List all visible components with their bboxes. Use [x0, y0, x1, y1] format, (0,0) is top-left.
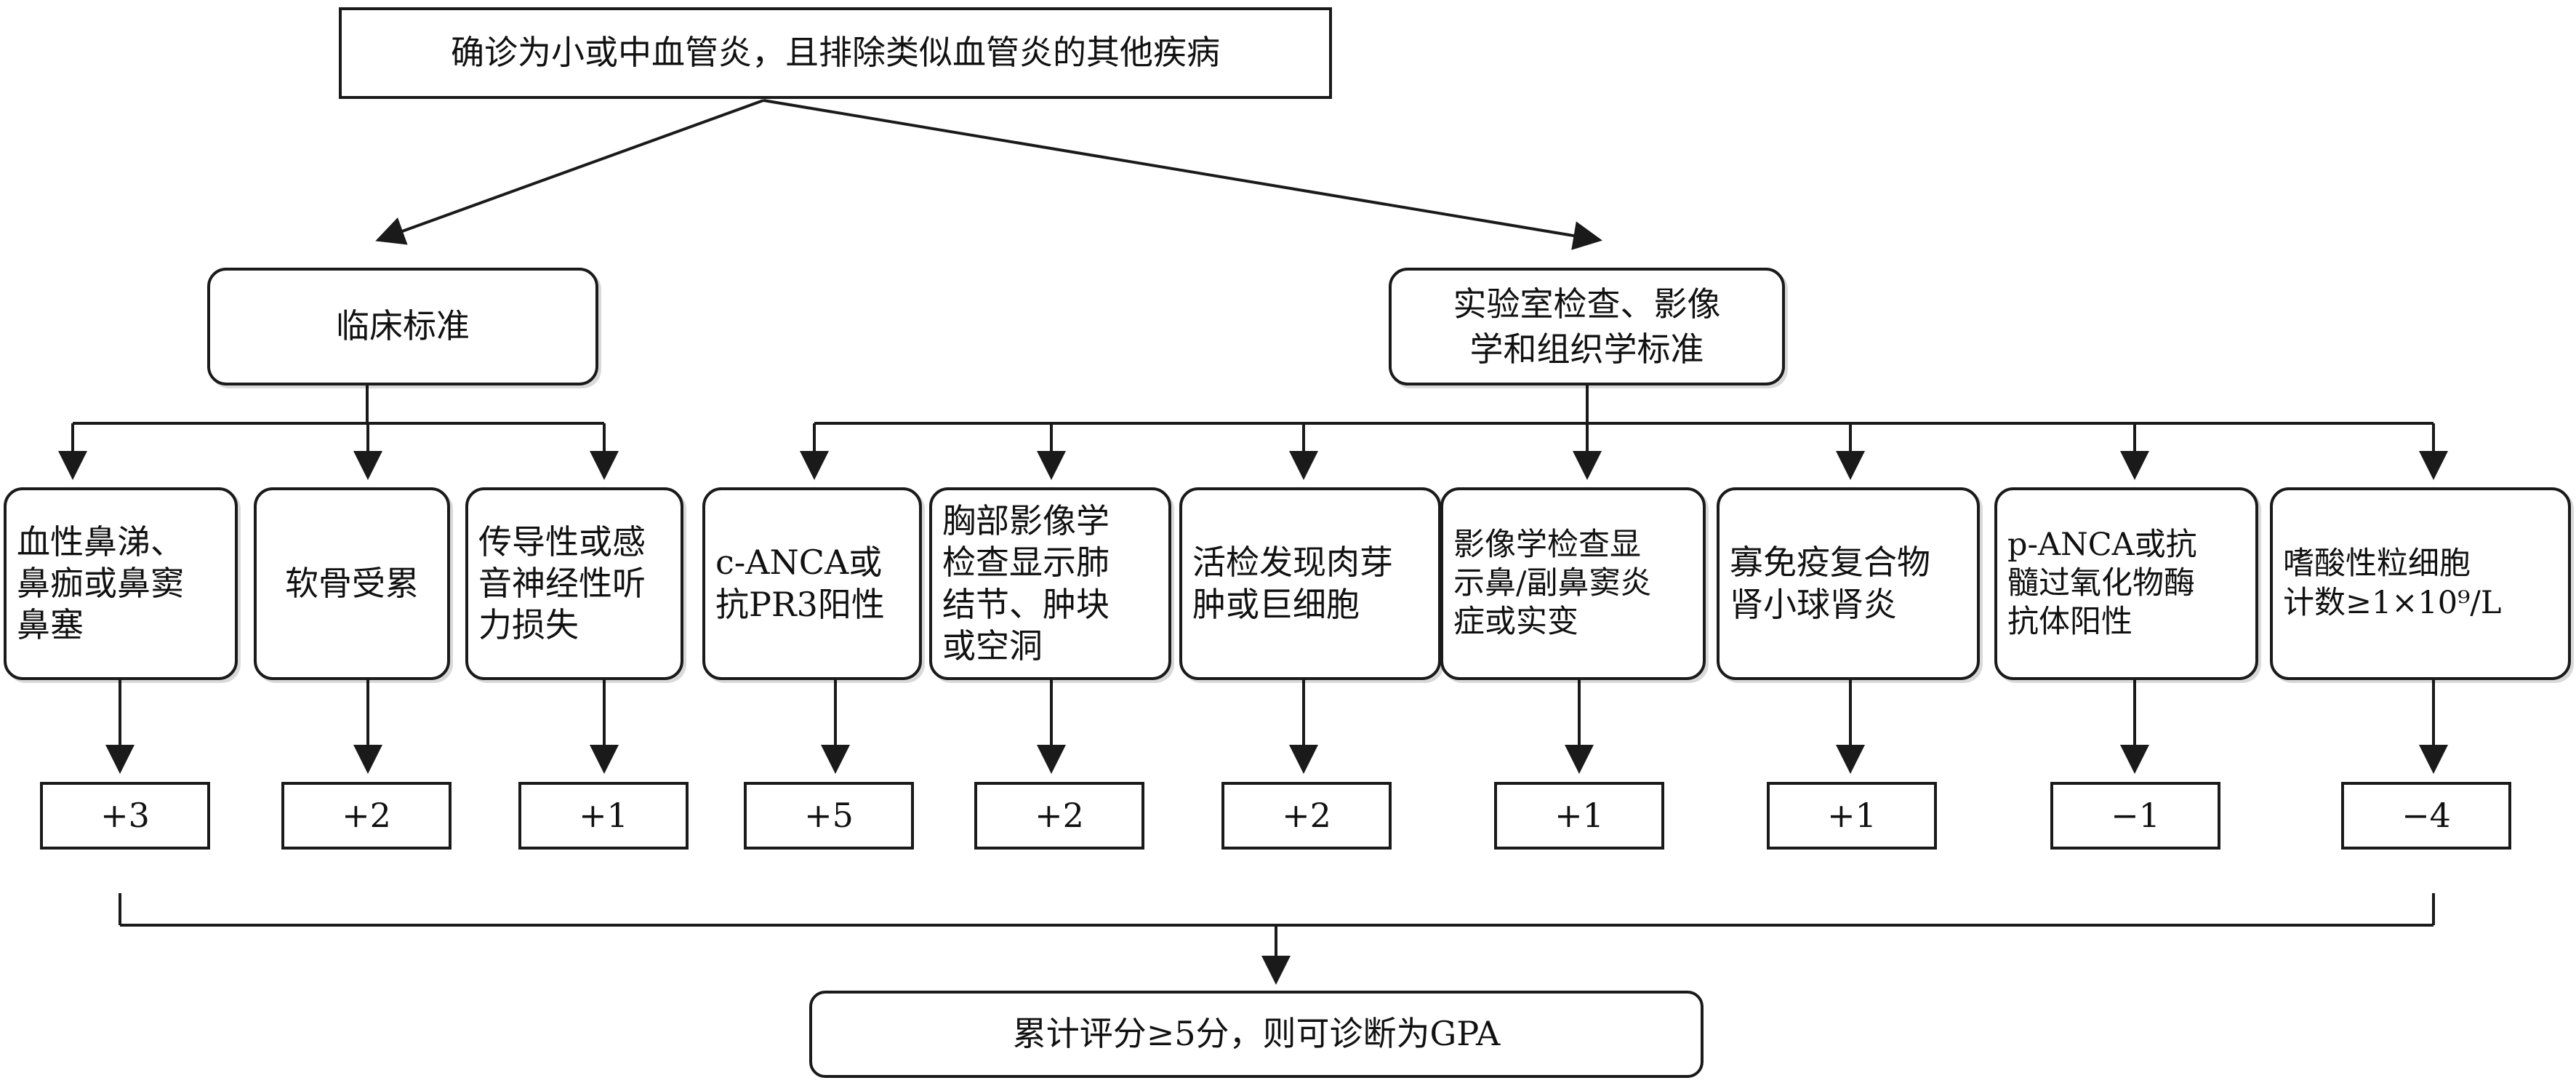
score-value-2: +2: [342, 795, 391, 835]
criterion-box-2: 软骨受累: [254, 487, 450, 680]
score-box-3: +1: [518, 782, 689, 850]
criterion-text-8: 寡免疫复合物 肾小球肾炎: [1730, 543, 1930, 624]
criterion-text-7: 影像学检查显 示鼻/副鼻窦炎 症或实变: [1453, 526, 1652, 641]
lab-imaging-histology-criteria-title: 实验室检查、影像 学和组织学标准: [1453, 284, 1721, 369]
criterion-text-10: 嗜酸性粒细胞 计数≥1×10⁹/L: [2283, 546, 2502, 621]
clinical-criteria-title: 临床标准: [336, 306, 470, 346]
criterion-box-9: p-ANCA或抗 髓过氧化物酶 抗体阳性: [1994, 487, 2258, 680]
criterion-box-3: 传导性或感 音神经性听 力损失: [465, 487, 683, 680]
criterion-text-3: 传导性或感 音神经性听 力损失: [478, 521, 646, 645]
conclusion-box: 累计评分≥5分，则可诊断为GPA: [809, 991, 1704, 1078]
root-condition-box: 确诊为小或中血管炎，且排除类似血管炎的其他疾病: [339, 7, 1332, 99]
score-value-8: +1: [1827, 795, 1877, 835]
clinical-criteria-box: 临床标准: [207, 268, 598, 385]
score-value-1: +3: [100, 795, 150, 835]
criterion-text-5: 胸部影像学 检查显示肺 结节、肿块 或空洞: [942, 501, 1110, 666]
score-value-7: +1: [1554, 795, 1604, 835]
lab-imaging-histology-criteria-box: 实验室检查、影像 学和组织学标准: [1389, 268, 1785, 385]
score-box-10: −4: [2341, 782, 2511, 850]
criterion-box-10: 嗜酸性粒细胞 计数≥1×10⁹/L: [2270, 487, 2571, 680]
criterion-text-4: c-ANCA或 抗PR3阳性: [715, 543, 885, 624]
score-value-10: −4: [2402, 795, 2451, 835]
score-box-6: +2: [1221, 782, 1392, 850]
criterion-box-5: 胸部影像学 检查显示肺 结节、肿块 或空洞: [929, 487, 1171, 680]
conclusion-text: 累计评分≥5分，则可诊断为GPA: [1012, 1014, 1501, 1054]
score-box-5: +2: [974, 782, 1144, 850]
score-value-3: +1: [579, 795, 628, 835]
criterion-box-1: 血性鼻涕、 鼻痂或鼻窦 鼻塞: [4, 487, 238, 680]
score-value-5: +2: [1035, 795, 1084, 835]
score-value-6: +2: [1282, 795, 1331, 835]
score-box-4: +5: [744, 782, 914, 850]
score-value-4: +5: [804, 795, 854, 835]
criterion-box-7: 影像学检查显 示鼻/副鼻窦炎 症或实变: [1440, 487, 1706, 680]
criterion-text-1: 血性鼻涕、 鼻痂或鼻窦 鼻塞: [17, 521, 184, 645]
criterion-box-8: 寡免疫复合物 肾小球肾炎: [1717, 487, 1980, 680]
criterion-box-4: c-ANCA或 抗PR3阳性: [702, 487, 922, 680]
criterion-text-6: 活检发现肉芽 肿或巨细胞: [1192, 543, 1393, 624]
criterion-box-6: 活检发现肉芽 肿或巨细胞: [1179, 487, 1441, 680]
score-box-1: +3: [40, 782, 210, 850]
arrow-root-to-lab: [763, 99, 1602, 250]
arrow-root-to-clinical: [375, 99, 764, 245]
criterion-text-9: p-ANCA或抗 髓过氧化物酶 抗体阳性: [2007, 526, 2197, 641]
score-value-9: −1: [2111, 795, 2160, 835]
score-box-8: +1: [1767, 782, 1937, 850]
criterion-text-2: 软骨受累: [285, 563, 419, 603]
root-condition-text: 确诊为小或中血管炎，且排除类似血管炎的其他疾病: [451, 33, 1220, 73]
score-box-2: +2: [281, 782, 452, 850]
score-box-7: +1: [1494, 782, 1664, 850]
score-box-9: −1: [2050, 782, 2220, 850]
